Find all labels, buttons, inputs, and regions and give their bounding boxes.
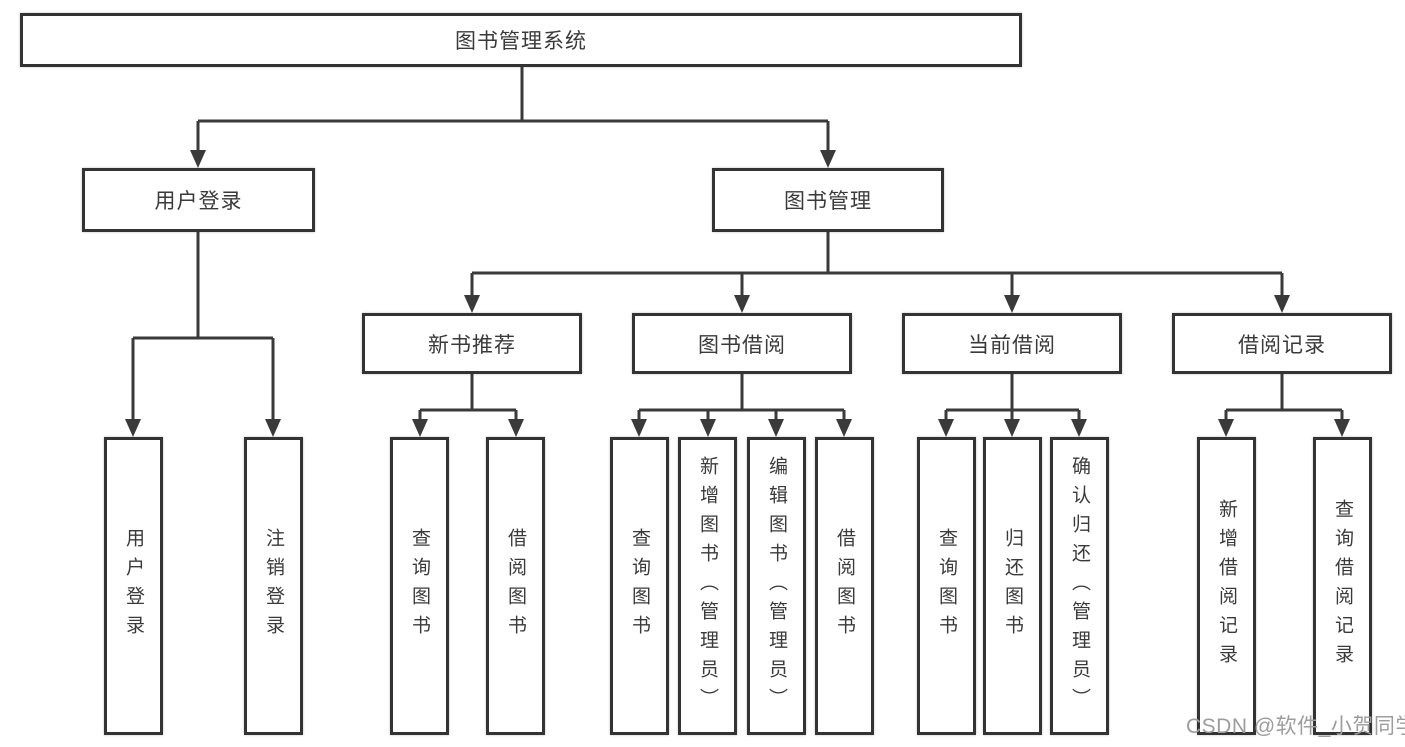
node-label: 编辑图书（管理员）: [766, 455, 787, 717]
node-label: 用户登录: [123, 528, 144, 644]
node-label: 注销登录: [263, 528, 284, 644]
node-label: 归还图书: [1002, 528, 1023, 644]
leaf-edit-book-admin: 编辑图书（管理员）: [747, 437, 806, 735]
node-book-management: 图书管理: [712, 168, 944, 232]
csdn-watermark: CSDN @软件_小贺同学: [1186, 715, 1405, 738]
node-new-book-recommend: 新书推荐: [362, 313, 582, 374]
leaf-confirm-return-admin: 确认归还（管理员）: [1050, 437, 1109, 735]
node-label: 查询图书: [936, 528, 957, 644]
node-label: 查询图书: [409, 528, 430, 644]
node-label: 当前借阅: [968, 333, 1056, 357]
leaf-return-book: 归还图书: [983, 437, 1042, 735]
node-library-management-system: 图书管理系统: [20, 13, 1022, 67]
node-label: 图书管理系统: [455, 30, 587, 53]
node-label: 新增图书（管理员）: [697, 455, 718, 717]
node-label: 借阅记录: [1238, 333, 1326, 357]
leaf-query-book-borrow: 查询图书: [610, 437, 669, 735]
node-user-login: 用户登录: [82, 168, 315, 232]
node-label: 图书借阅: [698, 333, 786, 357]
node-label: 借阅图书: [505, 528, 526, 644]
node-label: 查询图书: [629, 528, 650, 644]
node-label: 借阅图书: [834, 528, 855, 644]
leaf-query-borrow-record: 查询借阅记录: [1313, 437, 1372, 735]
leaf-query-book-current: 查询图书: [917, 437, 976, 735]
leaf-logout: 注销登录: [244, 437, 303, 735]
node-borrowing-records: 借阅记录: [1172, 313, 1392, 374]
node-label: 新增借阅记录: [1216, 499, 1237, 673]
node-label: 确认归还（管理员）: [1069, 455, 1090, 717]
leaf-borrow-book: 借阅图书: [815, 437, 874, 735]
leaf-borrow-book-recommend: 借阅图书: [486, 437, 545, 735]
leaf-query-book-recommend: 查询图书: [390, 437, 449, 735]
leaf-user-login: 用户登录: [104, 437, 163, 735]
node-current-borrowing: 当前借阅: [902, 313, 1122, 374]
node-label: 用户登录: [154, 190, 243, 213]
node-label: 新书推荐: [428, 333, 516, 357]
node-book-borrowing: 图书借阅: [632, 313, 852, 374]
leaf-add-book-admin: 新增图书（管理员）: [678, 437, 737, 735]
leaf-add-borrow-record: 新增借阅记录: [1197, 437, 1256, 735]
node-label: 图书管理: [784, 190, 872, 213]
node-label: 查询借阅记录: [1332, 499, 1353, 673]
